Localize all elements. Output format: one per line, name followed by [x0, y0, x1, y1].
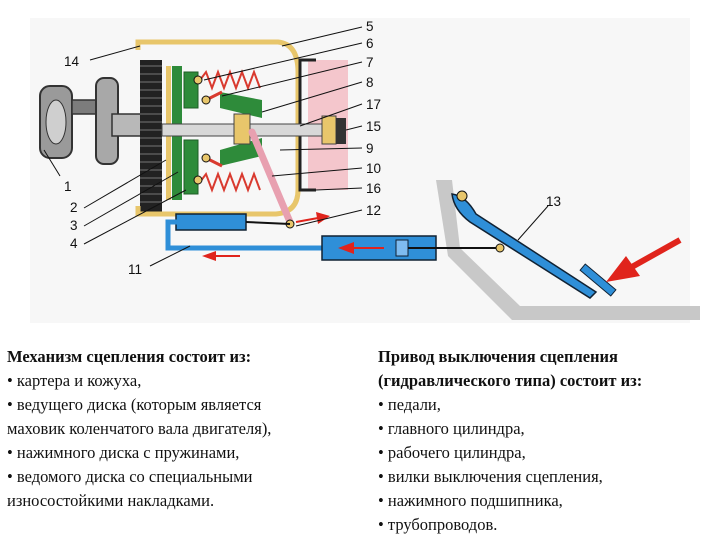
pivot-lower-2 — [193, 175, 203, 185]
callout-12: 12 — [366, 203, 381, 218]
callout-7: 7 — [366, 55, 374, 70]
pedal-pad — [579, 263, 617, 297]
left-item: • ведомого диска со специальными — [7, 467, 253, 486]
clutch-mechanism-description: Механизм сцепления состоит из: • картера… — [7, 345, 352, 513]
release-sleeve — [321, 115, 337, 145]
callout-6: 6 — [366, 36, 374, 51]
right-column-title-line1: Привод выключения сцепления — [378, 347, 618, 366]
right-item: • главного цилиндра, — [378, 419, 525, 438]
flywheel — [140, 60, 162, 212]
clutch-diagram: 1 2 3 4 5 6 7 8 9 10 11 12 13 14 15 16 1… — [39, 19, 700, 320]
pivot-upper — [201, 95, 211, 105]
right-column-title-line2: (гидравлического типа) состоит из: — [378, 371, 643, 390]
flywheel-teeth — [140, 65, 162, 203]
callout-11: 11 — [128, 262, 142, 277]
left-item: • картера и кожуха, — [7, 371, 142, 390]
callout-1: 1 — [64, 179, 72, 194]
callout-10: 10 — [366, 161, 381, 176]
master-piston — [395, 239, 409, 257]
left-item: маховик коленчатого вала двигателя), — [7, 419, 272, 438]
gear — [336, 118, 346, 144]
callout-14: 14 — [64, 54, 80, 69]
hydraulic-line — [165, 219, 322, 251]
right-item: • рабочего цилиндра, — [378, 443, 526, 462]
release-levers — [220, 92, 262, 166]
right-item: • нажимного подшипника, — [378, 491, 563, 510]
right-item: • трубопроводов. — [378, 515, 498, 534]
flow-arrow-master — [338, 242, 384, 254]
release-drive-description: Привод выключения сцепления (гидравличес… — [378, 345, 718, 537]
callout-4: 4 — [70, 236, 78, 251]
callout-17: 17 — [366, 97, 381, 112]
spring-upper — [199, 69, 261, 91]
right-item: • педали, — [378, 395, 441, 414]
flow-arrow-line — [202, 251, 240, 261]
crankshaft — [39, 77, 143, 165]
callout-3: 3 — [70, 218, 78, 233]
callout-8: 8 — [366, 75, 374, 90]
callout-2: 2 — [70, 200, 78, 215]
force-arrow — [606, 237, 682, 282]
callout-15: 15 — [366, 119, 381, 134]
left-item: • нажимного диска с пружинами, — [7, 443, 240, 462]
callout-5: 5 — [366, 19, 374, 34]
flow-arrow-fork — [295, 212, 330, 224]
callout-16: 16 — [366, 181, 381, 196]
callout-13: 13 — [546, 194, 561, 209]
slave-cylinder — [175, 213, 247, 231]
left-column-title: Механизм сцепления состоит из: — [7, 347, 252, 366]
release-fork — [248, 128, 294, 226]
pushrod-pivot — [495, 243, 505, 253]
right-item: • вилки выключения сцепления, — [378, 467, 603, 486]
pressure-plate — [183, 71, 199, 195]
callout-9: 9 — [366, 141, 374, 156]
pedal-support — [436, 180, 700, 320]
pivot-upper-2 — [193, 75, 203, 85]
pedal-pivot — [456, 190, 468, 202]
slave-rod — [245, 221, 291, 225]
left-item: • ведущего диска (которым является — [7, 395, 262, 414]
spring-lower — [199, 171, 261, 193]
leader-lines — [43, 26, 549, 267]
release-bearing — [233, 113, 251, 145]
pivot-lower — [201, 153, 211, 163]
left-item: износостойкими накладками. — [7, 491, 215, 510]
